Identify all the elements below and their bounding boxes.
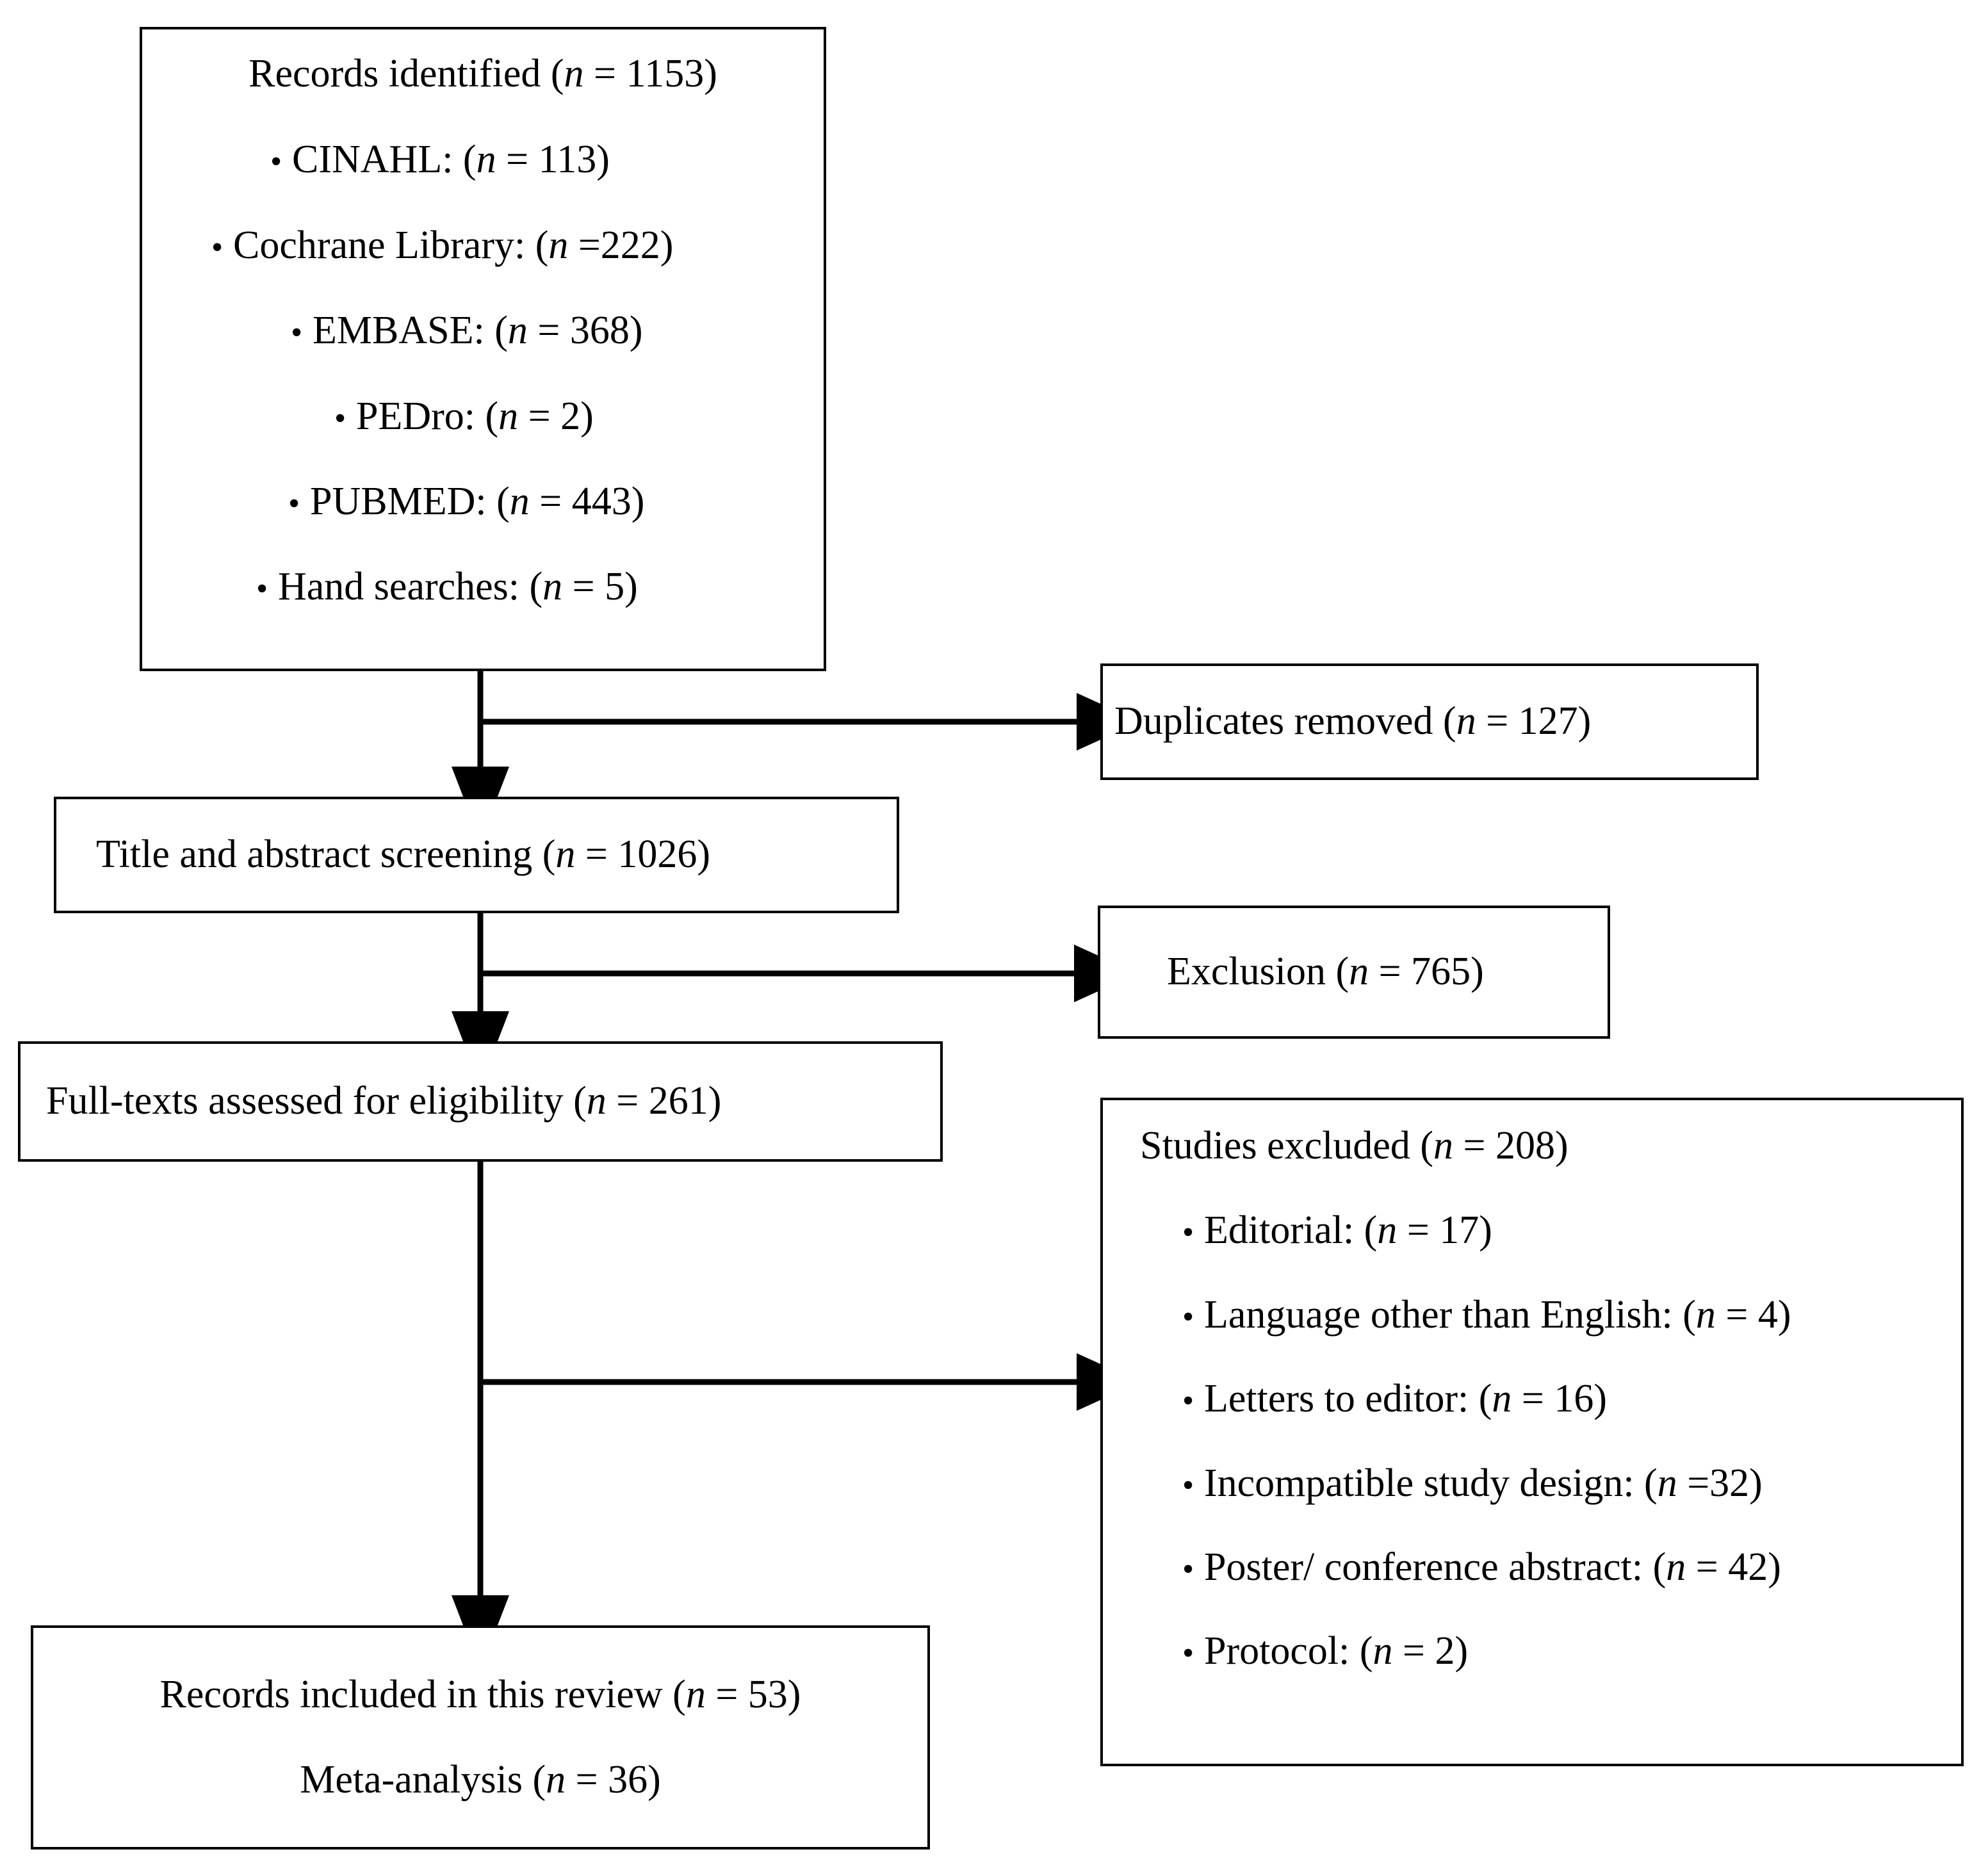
bullet-icon: •	[288, 485, 300, 523]
list-item: •Cochrane Library: (n =222)	[142, 224, 824, 268]
list-item: • Poster/ conference abstract: (n = 42)	[1103, 1545, 1961, 1590]
bullet-icon: •	[1182, 1298, 1194, 1335]
box-studies-excluded: Studies excluded (n = 208) • Editorial: (…	[1100, 1098, 1964, 1766]
list-item: • Editorial: (n = 17)	[1103, 1208, 1961, 1253]
source-label: Hand searches: (n = 5)	[278, 565, 638, 609]
list-item: • EMBASE: (n = 368)	[142, 309, 824, 353]
bullet-icon: •	[334, 400, 346, 437]
box-fulltexts-assessed: Full-texts assessed for eligibility (n =…	[18, 1041, 943, 1162]
source-label: PUBMED: (n = 443)	[310, 480, 645, 524]
bullet-icon: •	[1182, 1551, 1194, 1588]
duplicates-removed-label: Duplicates removed (n = 127)	[1114, 699, 1592, 744]
bullet-icon: •	[291, 314, 303, 352]
list-item: • Protocol: (n = 2)	[1103, 1629, 1961, 1673]
bullet-icon: •	[1182, 1383, 1194, 1420]
source-label: PEDro: (n = 2)	[356, 394, 594, 438]
reason-label: Protocol: (n = 2)	[1204, 1629, 1469, 1673]
bullet-icon: •	[256, 571, 268, 608]
list-item: • CINAHL: (n = 113)	[142, 138, 824, 182]
arrow-records-to-duplicates	[477, 671, 1140, 751]
list-item: • PEDro: (n = 2)	[142, 394, 824, 439]
list-item: • Language other than English: (n = 4)	[1103, 1293, 1961, 1337]
reason-label: Letters to editor: (n = 16)	[1204, 1377, 1607, 1421]
box-title-abstract-screening: Title and abstract screening (n = 1026)	[54, 797, 899, 913]
box-exclusion: Exclusion (n = 765)	[1098, 906, 1610, 1039]
list-item: • PUBMED: (n = 443)	[142, 480, 824, 524]
list-item: • Letters to editor: (n = 16)	[1103, 1377, 1961, 1421]
reason-label: Poster/ conference abstract: (n = 42)	[1204, 1545, 1781, 1590]
spacer	[33, 1718, 927, 1757]
bullet-icon: •	[1182, 1214, 1194, 1251]
box-records-included: Records included in this review (n = 53)…	[31, 1625, 930, 1850]
bullet-icon: •	[1182, 1467, 1194, 1504]
n-italic: n	[564, 52, 584, 95]
reason-label: Language other than English: (n = 4)	[1204, 1292, 1791, 1337]
excluded-reasons-list: • Editorial: (n = 17) • Language other tha…	[1103, 1208, 1961, 1674]
records-included-line1: Records included in this review (n = 53)	[159, 1672, 801, 1716]
bullet-icon: •	[270, 143, 282, 181]
title-abstract-screening-label: Title and abstract screening (n = 1026)	[96, 833, 711, 877]
records-identified-title: Records identified (n = 1153)	[248, 52, 717, 95]
records-sources-list: •CINAHL: (n = 113) •Cochrane Library: (n…	[142, 138, 824, 610]
arrow-screening-to-exclusion	[477, 913, 1137, 1002]
studies-excluded-title: Studies excluded (n = 208)	[1140, 1124, 1568, 1167]
box-records-identified: Records identified (n = 1153) • CINAHL: (…	[140, 27, 826, 671]
source-label: Cochrane Library: (n =222)	[233, 223, 674, 267]
reason-label: Incompatible study design: (n =32)	[1204, 1461, 1763, 1505]
reason-label: Editorial: (n = 17)	[1204, 1208, 1492, 1253]
exclusion-label: Exclusion (n = 765)	[1167, 950, 1484, 994]
arrow-fulltexts-to-excluded	[477, 1162, 1140, 1411]
list-item: • Hand searches: (n = 5)	[142, 565, 824, 609]
list-item: • Incompatible study design: (n =32)	[1103, 1461, 1961, 1506]
bullet-icon: •	[211, 229, 224, 266]
box-duplicates-removed: Duplicates removed (n = 127)	[1100, 663, 1759, 780]
source-label: EMBASE: (n = 368)	[313, 309, 643, 353]
records-included-line2: Meta-analysis (n = 36)	[300, 1758, 661, 1801]
source-label: CINAHL: (n = 113)	[292, 138, 610, 182]
bullet-icon: •	[1182, 1635, 1194, 1672]
fulltexts-assessed-label: Full-texts assessed for eligibility (n =…	[46, 1079, 722, 1123]
